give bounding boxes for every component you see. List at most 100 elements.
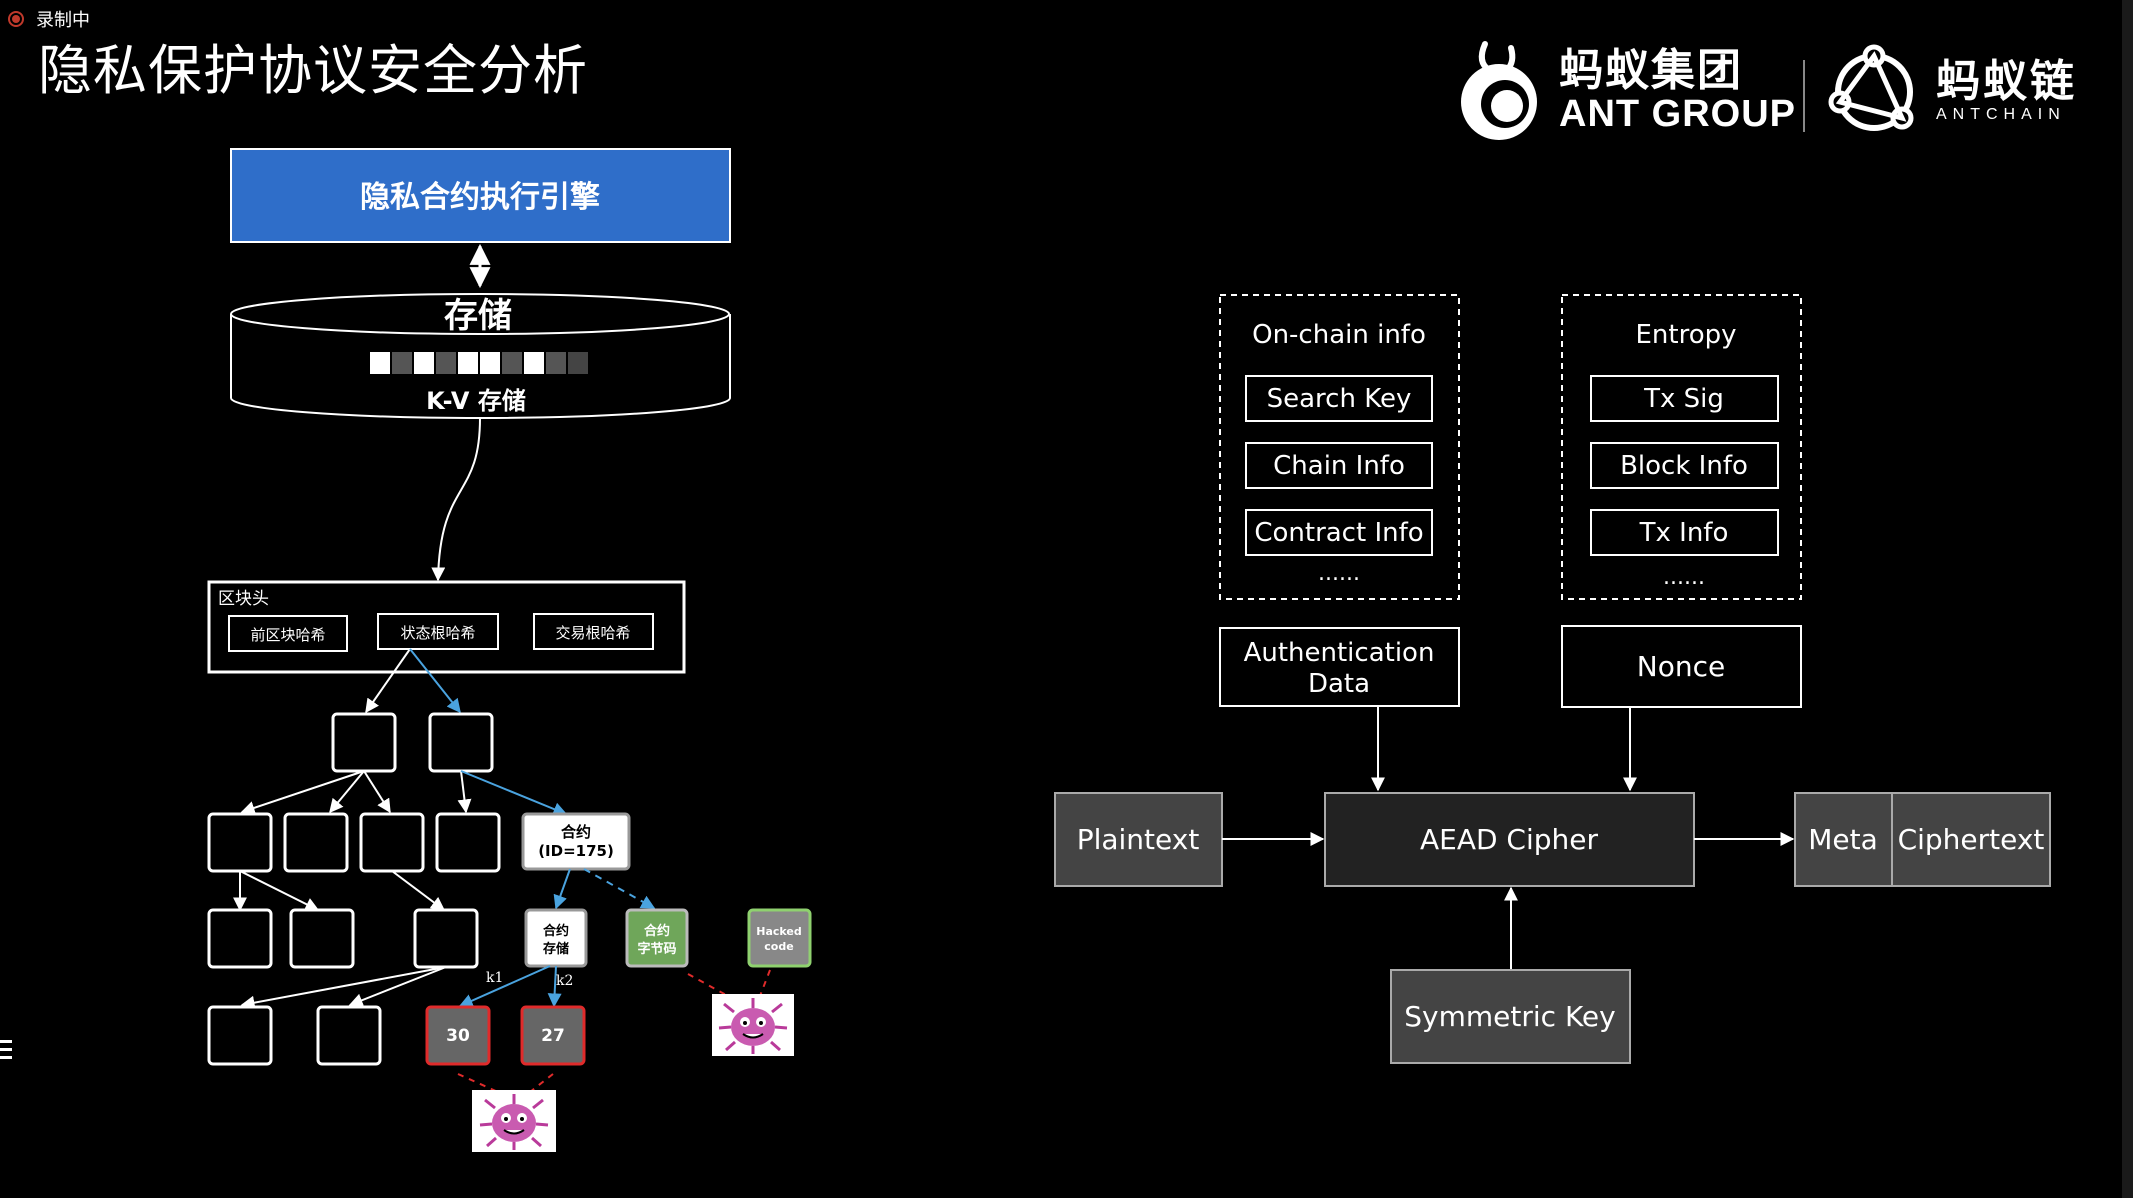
onchain-info-group: [1219, 294, 1460, 600]
tree-edge-highlight: [553, 868, 571, 910]
tree-edge-highlight: [409, 648, 461, 714]
nonce-label: Nonce: [1637, 650, 1725, 683]
tree-edge: [365, 648, 411, 714]
contract-node-box: [521, 812, 631, 871]
virus-attacker-icon: [712, 994, 794, 1056]
ciphertext-label: Ciphertext: [1898, 823, 2045, 856]
tree-edge: [363, 770, 391, 814]
tree-edge: [239, 870, 320, 911]
tree-edge: [457, 770, 472, 814]
leaf-value-box: [425, 1005, 491, 1066]
k1-label: k1: [486, 970, 503, 986]
prev-block-hash-box: [228, 615, 348, 652]
antchain-mark-icon: [1828, 44, 1914, 131]
contract-bytecode-label-line2: 字节码: [637, 941, 676, 957]
k2-label: k2: [556, 973, 573, 989]
auth-data-box: [1219, 627, 1460, 707]
tx-info-label: Tx Info: [1639, 518, 1729, 548]
k2-edge: [547, 965, 562, 1008]
symmetric-key-box: [1390, 969, 1631, 1064]
ciphertext-box: [1891, 792, 2051, 887]
onchain-ellipsis: ......: [1318, 561, 1360, 586]
tree-node: [359, 812, 425, 873]
nonce-box: [1561, 625, 1802, 708]
tree-edge: [240, 966, 447, 1010]
tree-edge: [391, 870, 446, 911]
leaf-value-27: 27: [541, 1026, 565, 1046]
tree-node: [413, 908, 479, 969]
contract-info-box: [1245, 509, 1433, 556]
attack-line: [457, 1073, 499, 1093]
tx-sig-box: [1590, 375, 1779, 422]
attack-line: [687, 973, 729, 997]
ant-mascot-icon: [1461, 41, 1537, 140]
hacked-code-label-line1: Hacked: [756, 925, 802, 938]
kv-storage-label: K-V 存储: [426, 387, 526, 415]
leaf-value-30: 30: [446, 1026, 470, 1046]
privacy-engine-label: 隐私合约执行引擎: [360, 180, 600, 215]
block-header-title: 区块头: [218, 589, 269, 609]
tx-root-hash-box: [533, 613, 654, 650]
auth-data-label-line1: Authentication: [1244, 638, 1435, 668]
antchain-logo: 蚂蚁链 ANTCHAIN: [1826, 44, 2077, 140]
tree-node: [207, 812, 273, 873]
contract-storage-label-line2: 存储: [543, 941, 569, 957]
search-key-box: [1245, 375, 1433, 422]
leaf-value-box: [520, 1005, 586, 1066]
attack-line: [529, 1073, 554, 1093]
contract-node-label-line1: 合约: [560, 823, 591, 841]
plaintext-box: [1054, 792, 1223, 887]
symmetric-key-label: Symmetric Key: [1404, 1000, 1615, 1033]
tree-node: [316, 1005, 382, 1066]
tree-edge: [329, 770, 365, 814]
contract-node-label-line2: (ID=175): [538, 842, 614, 860]
auth-data-label-line2: Data: [1308, 669, 1370, 699]
contract-info-label: Contract Info: [1254, 518, 1423, 548]
tree-edge: [348, 966, 447, 1007]
hacked-code-box: [747, 908, 812, 968]
entropy-group: [1561, 294, 1802, 600]
logo-divider: [1803, 60, 1805, 132]
state-root-hash-box: [377, 613, 499, 650]
tx-root-hash-label: 交易根哈希: [555, 624, 630, 642]
ant-group-logo: 蚂蚁集团 ANT GROUP: [1455, 40, 1796, 142]
antchain-en: ANTCHAIN: [1936, 106, 2066, 123]
tree-edge-dashed: [583, 868, 656, 909]
recording-label: 录制中: [36, 10, 90, 31]
k1-edge: [458, 965, 551, 1008]
tx-sig-label: Tx Sig: [1643, 384, 1724, 414]
window-edge: [2122, 0, 2133, 1198]
tree-node: [428, 712, 494, 773]
block-info-label: Block Info: [1620, 451, 1748, 481]
contract-bytecode-label-line1: 合约: [644, 923, 670, 939]
chain-info-label: Chain Info: [1273, 451, 1405, 481]
record-icon: [8, 11, 24, 27]
virus-attacker-icon: [472, 1090, 556, 1152]
tree-node: [207, 1005, 273, 1066]
slide-title: 隐私保护协议安全分析: [38, 39, 588, 102]
kv-cubes-strip: [370, 352, 588, 374]
state-root-hash-label: 状态根哈希: [400, 624, 475, 642]
tree-node: [331, 712, 397, 773]
prev-block-hash-label: 前区块哈希: [250, 626, 325, 644]
contract-bytecode-box: [625, 908, 689, 968]
hacked-code-label-line2: code: [764, 940, 793, 953]
storage-to-header-arrow: [431, 417, 481, 582]
ant-group-cn: 蚂蚁集团: [1559, 45, 1743, 96]
block-info-box: [1590, 442, 1779, 489]
tree-node: [289, 908, 355, 969]
menu-icon[interactable]: [0, 1040, 12, 1064]
aead-cipher-label: AEAD Cipher: [1420, 823, 1599, 856]
search-key-label: Search Key: [1267, 384, 1412, 414]
entropy-ellipsis: ......: [1663, 565, 1705, 590]
meta-box: [1794, 792, 1893, 887]
attack-line: [759, 969, 771, 997]
tree-node: [283, 812, 349, 873]
tree-edge-highlight: [460, 770, 568, 816]
contract-storage-label-line1: 合约: [543, 923, 569, 939]
recording-indicator: 录制中: [8, 6, 90, 32]
storage-label: 存储: [444, 296, 512, 336]
plaintext-label: Plaintext: [1077, 823, 1200, 856]
antchain-cn: 蚂蚁链: [1936, 56, 2077, 107]
tx-info-box: [1590, 509, 1779, 556]
